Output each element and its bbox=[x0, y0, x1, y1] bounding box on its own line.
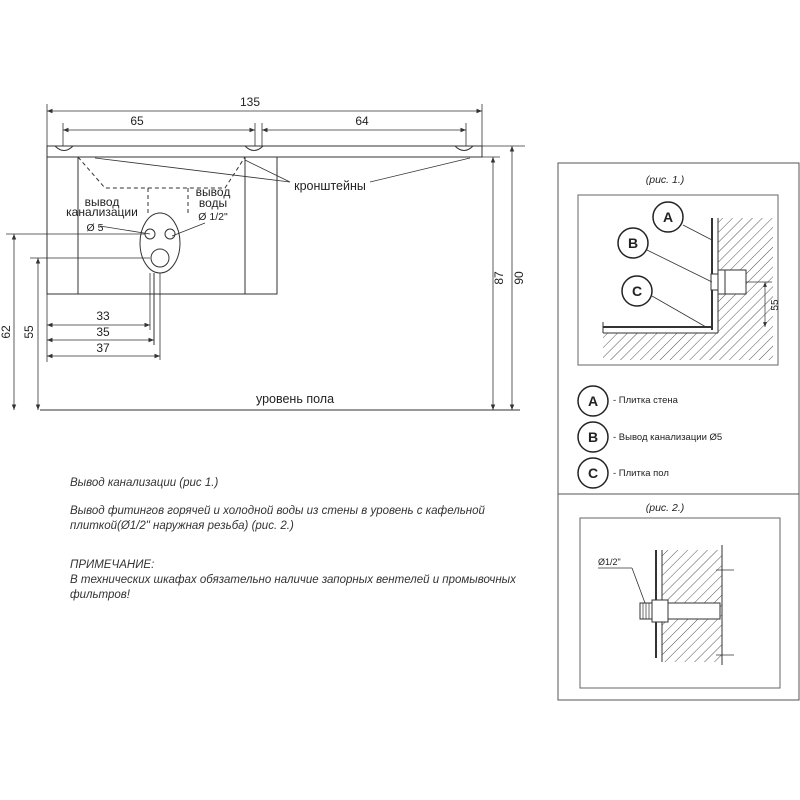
water-label-line1: вывод bbox=[196, 185, 231, 199]
detail-panel-frame bbox=[557, 162, 800, 701]
fig1-caption: (рис. 1.) bbox=[646, 174, 685, 186]
dimension-labels: 135 65 64 87 90 62 55 33 35 37 bbox=[0, 95, 526, 355]
callout-a-icon bbox=[652, 201, 684, 233]
drain-label-line2: канализации bbox=[66, 205, 138, 219]
dim-64: 64 bbox=[355, 114, 369, 128]
dim-62: 62 bbox=[0, 325, 13, 339]
fig2-caption: (рис. 2.) bbox=[646, 502, 685, 514]
detail-panel: (рис. 1.) 55 A B C A - Плитка стена bbox=[557, 162, 800, 701]
dim-55: 55 bbox=[22, 325, 36, 339]
drain-label-line1: вывод bbox=[85, 195, 120, 209]
legend-c-icon bbox=[577, 457, 609, 489]
fig2-water-pipe bbox=[667, 602, 721, 620]
callout-b-letter: B bbox=[628, 235, 638, 251]
bracket-mark bbox=[454, 145, 474, 151]
water-label-line2: воды bbox=[199, 196, 227, 210]
floor-level-label: уровень пола bbox=[256, 392, 334, 406]
fig2-frame bbox=[579, 517, 781, 689]
sink-drain-outline bbox=[147, 188, 189, 215]
water-diameter-label: Ø 1/2" bbox=[198, 211, 228, 223]
drain-diameter-label: Ø 5 bbox=[87, 222, 104, 234]
bracket-mark bbox=[244, 145, 264, 151]
fig1-dim-55: 55 bbox=[770, 299, 781, 311]
bracket-mark bbox=[54, 145, 74, 151]
legend-a-icon bbox=[577, 385, 609, 417]
dim-33: 33 bbox=[96, 309, 110, 323]
drawing-labels: кронштейны вывод канализации Ø 5 вывод в… bbox=[66, 179, 366, 406]
legend-b-icon bbox=[577, 421, 609, 453]
drain-outlet bbox=[150, 248, 170, 268]
legend-b-letter: B bbox=[588, 429, 598, 445]
fig1-frame bbox=[577, 194, 779, 366]
outlet-plate bbox=[139, 212, 181, 274]
legend-a-letter: A bbox=[588, 393, 598, 409]
legend-c-letter: C bbox=[588, 465, 598, 481]
callout-b-icon bbox=[617, 227, 649, 259]
dim-35: 35 bbox=[96, 325, 110, 339]
legend-c-text: - Плитка пол bbox=[613, 468, 669, 479]
dim-135: 135 bbox=[240, 95, 260, 109]
callout-c-letter: C bbox=[632, 283, 642, 299]
brackets-label: кронштейны bbox=[294, 179, 366, 193]
fig1-drain-pipe bbox=[717, 269, 747, 295]
dim-90: 90 bbox=[512, 271, 526, 285]
note-drain: Вывод канализации (рис 1.) bbox=[70, 477, 219, 489]
callout-a-letter: A bbox=[663, 209, 673, 225]
notes-block: Вывод канализации (рис 1.) Вывод фитинго… bbox=[70, 476, 540, 616]
sink-outline bbox=[77, 156, 246, 189]
fig1-floor-hatch bbox=[603, 333, 718, 360]
fig2-fitting bbox=[651, 599, 669, 623]
dim-65: 65 bbox=[130, 114, 144, 128]
note-text: В технических шкафах обязательно наличие… bbox=[70, 574, 516, 601]
cabinet-drawing bbox=[46, 145, 483, 360]
dim-37: 37 bbox=[96, 341, 110, 355]
fig2-diameter-label: Ø1/2" bbox=[598, 557, 621, 567]
callout-c-icon bbox=[621, 275, 653, 307]
dim-87: 87 bbox=[492, 271, 506, 285]
water-outlet-right bbox=[164, 228, 176, 240]
countertop bbox=[46, 145, 483, 158]
dimension-lines bbox=[6, 104, 525, 411]
note-water-fittings: Вывод фитингов горячей и холодной воды и… bbox=[70, 505, 485, 532]
note-title: ПРИМЕЧАНИЕ: bbox=[70, 559, 155, 571]
legend-b-text: - Вывод канализации Ø5 bbox=[613, 432, 722, 443]
legend-a-text: - Плитка стена bbox=[613, 395, 679, 406]
